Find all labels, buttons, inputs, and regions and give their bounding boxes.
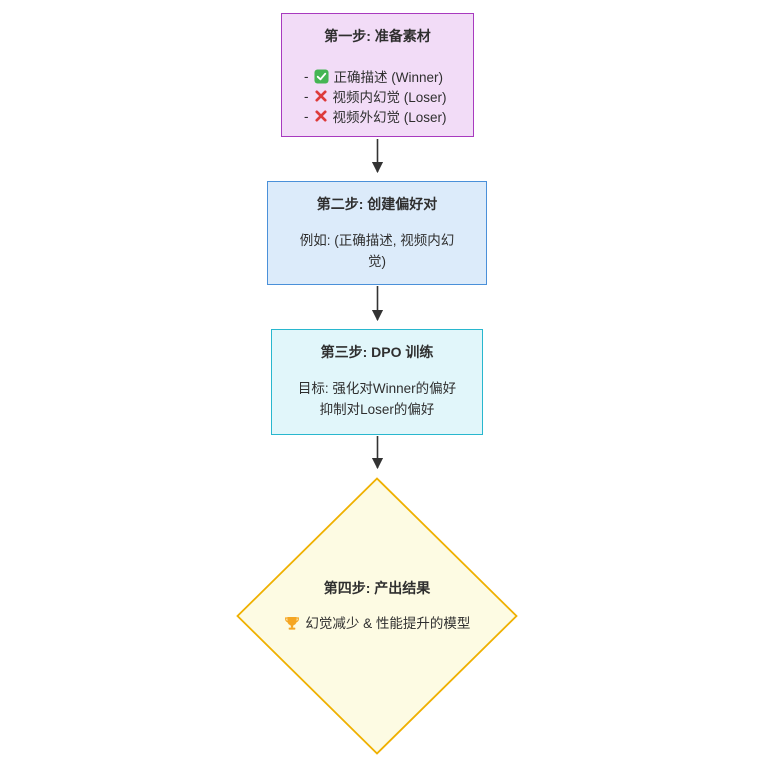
- node-step3-body-line2: 抑制对Loser的偏好: [319, 402, 435, 417]
- list-item: - 正确描述 (Winner): [304, 66, 473, 86]
- list-item-label: 视频外幻觉 (Loser): [332, 110, 447, 125]
- bullet: -: [304, 108, 309, 124]
- node-step4-title: 第四步: 产出结果: [323, 580, 431, 596]
- node-step1-title: 第一步: 准备素材: [324, 28, 431, 44]
- node-step3-body: 目标: 强化对Winner的偏好 抑制对Loser的偏好: [286, 378, 468, 420]
- cross-icon: [314, 89, 328, 103]
- node-step4-content: 第四步: 产出结果 幻觉减少 & 性能提升的模型: [275, 579, 479, 637]
- node-step4-body: 幻觉减少 & 性能提升的模型: [275, 613, 479, 637]
- node-step1: 第一步: 准备素材 - 正确描述 (Winner) - 视频内幻觉 (Loser…: [281, 13, 474, 137]
- node-step4: 第四步: 产出结果 幻觉减少 & 性能提升的模型: [236, 477, 518, 755]
- list-item-label: 正确描述 (Winner): [333, 70, 444, 85]
- node-step3-body-line1: 目标: 强化对Winner的偏好: [297, 381, 457, 396]
- node-step3-title: 第三步: DPO 训练: [320, 344, 434, 360]
- node-step2: 第二步: 创建偏好对 例如: (正确描述, 视频内幻觉): [267, 181, 487, 285]
- node-step3: 第三步: DPO 训练 目标: 强化对Winner的偏好 抑制对Loser的偏好: [271, 329, 483, 435]
- trophy-icon: [284, 617, 304, 634]
- bullet: -: [304, 68, 309, 84]
- list-item: - 视频外幻觉 (Loser): [304, 106, 473, 126]
- node-step1-list: - 正确描述 (Winner) - 视频内幻觉 (Loser) - 视频外幻觉 …: [282, 66, 473, 126]
- diamond-shape: [236, 477, 518, 755]
- check-icon: [313, 68, 329, 84]
- cross-icon: [314, 109, 328, 123]
- list-item-label: 视频内幻觉 (Loser): [332, 90, 447, 105]
- node-step2-body: 例如: (正确描述, 视频内幻觉): [299, 233, 455, 269]
- node-step4-body-label: 幻觉减少 & 性能提升的模型: [305, 616, 471, 631]
- list-item: - 视频内幻觉 (Loser): [304, 86, 473, 106]
- bullet: -: [304, 88, 309, 104]
- node-step2-title: 第二步: 创建偏好对: [316, 196, 438, 212]
